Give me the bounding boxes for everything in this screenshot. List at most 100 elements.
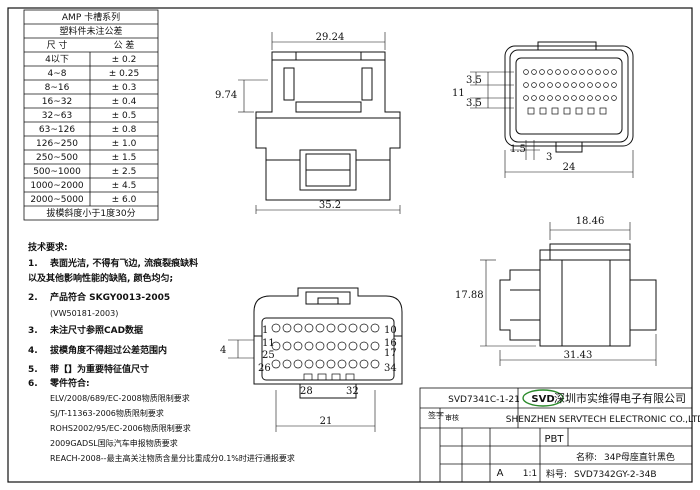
technical-requirements: 技术要求: 1. 表面光洁, 不得有飞边, 流痕裂痕缺料 以及其他影响性能的缺陷… — [28, 241, 295, 463]
requirement-text: 未注尺寸参照CAD数据 — [49, 324, 143, 336]
tolerance-table — [23, 9, 159, 221]
tolerance-row-value: ± 2.5 — [112, 167, 137, 177]
pin-label-11: 11 — [262, 338, 275, 349]
name-label: 名称: — [576, 451, 597, 463]
requirement-text: (VW50181-2003) — [50, 309, 118, 318]
requirement-text: 以及其他影响性能的缺陷, 颜色均匀; — [28, 272, 173, 284]
standard-item: 2009GADSL国际汽车申报物质要求 — [50, 438, 178, 448]
part-number-label: 料号: — [546, 468, 567, 480]
standard-item: REACH-2008--最主高关注物质含量分比重成分0.1%时进行通报要求 — [50, 453, 295, 463]
tolerance-row-size: 250~500 — [36, 153, 78, 163]
revision-value: A — [497, 468, 504, 479]
tolerance-subtitle: 塑料件未注公差 — [59, 25, 122, 37]
dim-top-width: 29.24 — [316, 32, 345, 43]
sheet-border — [7, 7, 693, 483]
title-block — [419, 387, 693, 483]
pin-label-1: 1 — [262, 325, 268, 336]
tolerance-row-size: 1000~2000 — [30, 181, 84, 191]
tolerance-row-size: 63~126 — [39, 125, 75, 135]
dim-offset: 1.5 — [510, 144, 526, 155]
tolerance-row-size: 4~8 — [48, 69, 67, 79]
requirement-number: 6. — [28, 379, 38, 389]
standard-item: ROHS2002/95/EC-2006物质限制要求 — [50, 423, 191, 433]
tolerance-row-value: ± 0.8 — [112, 125, 137, 135]
company-logo: SVD — [522, 389, 564, 407]
bottom-view-dimensions — [228, 339, 376, 432]
tolerance-row-size: 32~63 — [42, 111, 72, 121]
tolerance-row-value: ± 1.0 — [112, 139, 137, 149]
dim-pitch-a: 3.5 — [466, 75, 482, 86]
standard-item: SJ/T-11363-2006物质限制要求 — [50, 408, 164, 418]
scale-value: 1:1 — [523, 469, 537, 479]
pin-label-17: 17 — [384, 348, 397, 359]
dim-side-width: 18.46 — [576, 216, 605, 227]
front-pin-grid — [523, 69, 617, 115]
side-view — [499, 243, 657, 347]
tolerance-row-size: 500~1000 — [33, 167, 81, 177]
tolerance-row-value: ± 4.5 — [112, 181, 137, 191]
company-name-en: SHENZHEN SERVTECH ELECTRONIC CO.,LTD — [506, 415, 700, 425]
requirement-number: 3. — [28, 326, 38, 336]
dim-pin-area: 21 — [320, 416, 333, 427]
pin-label-10: 10 — [384, 325, 397, 336]
requirement-number: 2. — [28, 293, 38, 303]
dim-pitch-b: 3.5 — [466, 98, 482, 109]
requirement-text: 零件符合: — [49, 377, 90, 389]
tolerance-header-tol: 公 差 — [114, 39, 135, 51]
tolerance-footer: 拔模斜度小于1度30分 — [46, 207, 135, 219]
tolerance-row-size: 16~32 — [42, 97, 72, 107]
tolerance-title: AMP 卡槽系列 — [62, 11, 120, 23]
dim-gap: 3 — [546, 152, 552, 163]
pin-label-26: 26 — [258, 363, 271, 374]
pin-label-25: 25 — [262, 350, 275, 361]
pin-label-16: 16 — [384, 338, 397, 349]
tolerance-row-size: 8~16 — [45, 83, 70, 93]
company-name-cn: 深圳市实维得电子有限公司 — [554, 391, 686, 405]
tolerance-header-size: 尺 寸 — [47, 39, 68, 51]
tolerance-row-value: ± 0.5 — [112, 111, 137, 121]
top-view — [255, 51, 401, 201]
dim-left-offset: 4 — [220, 345, 226, 356]
requirements-heading: 技术要求: — [28, 241, 68, 253]
dim-side-length: 31.43 — [564, 350, 593, 361]
tolerance-row-value: ± 0.4 — [112, 97, 137, 107]
standard-item: ELV/2008/689/EC-2008物质限制要求 — [50, 393, 190, 403]
dim-side-height: 17.88 — [455, 290, 484, 301]
tolerance-row-value: ± 0.25 — [109, 69, 139, 79]
bottom-pin-grid — [271, 323, 380, 381]
requirement-number: 1. — [28, 259, 38, 269]
tolerance-row-size: 2000~5000 — [30, 195, 84, 205]
top-view-dimensions — [238, 32, 401, 214]
name-value: 34P母座直针黑色 — [604, 451, 675, 463]
tolerance-row-value: ± 1.5 — [112, 153, 137, 163]
review-label: 审核 — [445, 413, 459, 422]
front-view — [504, 41, 634, 153]
side-view-dimensions — [480, 222, 657, 366]
requirement-text: 带【】为重要特征值尺寸 — [50, 363, 149, 375]
logo-text: SVD — [531, 394, 554, 405]
requirement-number: 5. — [28, 365, 38, 375]
pin-label-32: 32 — [346, 386, 359, 397]
requirement-number: 4. — [28, 346, 38, 356]
dim-face-width: 24 — [563, 162, 576, 173]
pin-label-34: 34 — [384, 363, 397, 374]
tolerance-row-size: 4以下 — [45, 55, 69, 65]
requirement-text: 产品符合 SKGY0013-2005 — [50, 291, 170, 303]
front-view-dimensions — [470, 71, 634, 178]
dim-height-11: 11 — [452, 88, 465, 99]
pin-label-28: 28 — [300, 386, 313, 397]
bottom-view — [253, 287, 403, 399]
requirement-text: 拔模角度不得超过公差范围内 — [50, 344, 167, 356]
requirement-text: 表面光洁, 不得有飞边, 流痕裂痕缺料 — [49, 257, 198, 269]
material-value: PBT — [545, 434, 565, 445]
tolerance-row-value: ± 0.2 — [112, 55, 137, 65]
dim-top-height: 9.74 — [215, 90, 237, 101]
tolerance-row-size: 126~250 — [36, 139, 78, 149]
tolerance-row-value: ± 0.3 — [112, 83, 137, 93]
part-number-value: SVD7342GY-2-34B — [574, 470, 657, 480]
tolerance-row-value: ± 6.0 — [112, 195, 137, 205]
dim-bottom-width: 35.2 — [319, 200, 341, 211]
drawing-number: SVD7341C-1-21 — [448, 395, 520, 405]
sign-label: 签字 — [428, 410, 444, 420]
